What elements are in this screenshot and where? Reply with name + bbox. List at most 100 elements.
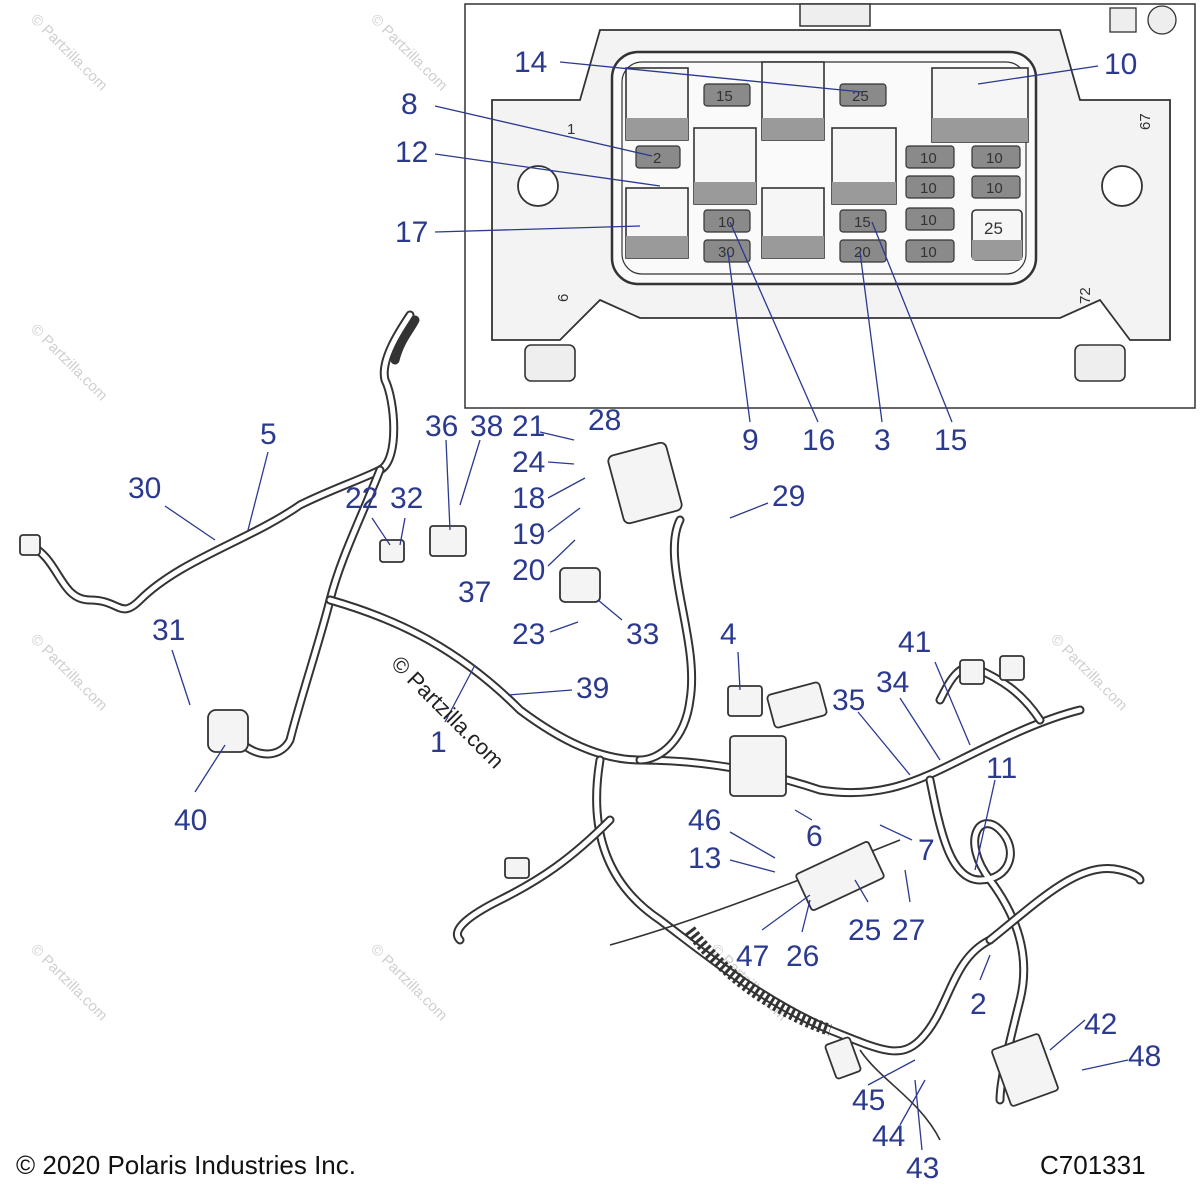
watermark: © Partzilla.com: [367, 11, 450, 94]
callout-47: 47: [736, 940, 769, 973]
center-watermark: © Partzilla.com: [386, 651, 509, 774]
fuse-label: 10: [920, 180, 937, 197]
housing-top-tab: [799, 3, 871, 27]
callout-3: 3: [874, 424, 891, 457]
callout-23: 23: [512, 618, 545, 651]
callout-44: 44: [872, 1120, 905, 1153]
callout-39: 39: [576, 672, 609, 705]
corner-mark: 72: [1077, 287, 1094, 304]
connector-22: [379, 539, 405, 563]
fuse-box-inset: 15 25 2 10 30 15 20 10 10 10 10 10 10: [434, 3, 1196, 423]
callout-42: 42: [1084, 1008, 1117, 1041]
callout-10: 10: [1104, 48, 1137, 81]
callout-9: 9: [742, 424, 759, 457]
callout-15: 15: [934, 424, 967, 457]
callout-2: 2: [970, 988, 987, 1021]
callout-5: 5: [260, 418, 277, 451]
callout-30: 30: [128, 472, 161, 505]
callout-38: 38: [470, 410, 503, 443]
fuse-label: 15: [716, 88, 733, 105]
fuse: [905, 239, 955, 263]
callout-25: 25: [848, 914, 881, 947]
callout-41: 41: [898, 626, 931, 659]
callout-14: 14: [514, 46, 547, 79]
callout-40: 40: [174, 804, 207, 837]
fuse: [703, 209, 751, 233]
watermark: © Partzilla.com: [367, 941, 450, 1024]
harness-leaders: [164, 431, 1129, 1151]
callout-17: 17: [395, 216, 428, 249]
callout-8: 8: [401, 88, 418, 121]
callout-13: 13: [688, 842, 721, 875]
watermark: © Partzilla.com: [27, 631, 110, 714]
callout-7: 7: [918, 834, 935, 867]
ground-bus-bar: [795, 841, 885, 911]
horn: [207, 709, 249, 753]
connector: [959, 659, 985, 685]
mount-nut: [1074, 344, 1126, 382]
callout-4: 4: [720, 618, 737, 651]
callout-12: 12: [395, 136, 428, 169]
fuse-label: 10: [920, 150, 937, 167]
fuse: [635, 145, 681, 169]
callout-28: 28: [588, 404, 621, 437]
connector: [19, 534, 41, 556]
callout-24: 24: [512, 446, 545, 479]
callout-20: 20: [512, 554, 545, 587]
callout-36: 36: [425, 410, 458, 443]
callout-31: 31: [152, 614, 185, 647]
callout-11: 11: [986, 752, 1017, 785]
callout-37: 37: [458, 576, 491, 609]
fuse-label: 10: [986, 180, 1003, 197]
harness-callouts: 5 30 36 38 21 28 24 18 29 22 32 19 20 37…: [128, 404, 1161, 1185]
fuse-label: 15: [854, 214, 871, 231]
fuse-label: 10: [920, 212, 937, 229]
corner-mark: 1: [567, 121, 575, 138]
callout-46: 46: [688, 804, 721, 837]
fuse: [905, 145, 955, 169]
watermark: © Partzilla.com: [27, 321, 110, 404]
connector: [999, 655, 1025, 681]
connector: [824, 1036, 862, 1080]
fuse-cover: [766, 681, 828, 729]
clip-top-right: [1109, 7, 1137, 33]
fuse: [703, 83, 751, 107]
ecu-module: [607, 441, 683, 525]
callout-21: 21: [512, 410, 545, 443]
watermark: © Partzilla.com: [27, 11, 110, 94]
fuse-label: 10: [718, 214, 735, 231]
fuses: 15 25 2 10 30 15 20 10 10 10 10 10 10: [635, 83, 1023, 263]
callout-16: 16: [802, 424, 835, 457]
inset-leaders: [434, 61, 1099, 423]
copyright-text: © 2020 Polaris Industries Inc.: [16, 1150, 356, 1180]
fuse: [703, 239, 751, 263]
fuse: [905, 175, 955, 199]
fuse-label: 25: [984, 219, 1003, 238]
relay-block: [727, 685, 763, 717]
callout-22: 22: [345, 482, 378, 515]
callout-34: 34: [876, 666, 909, 699]
callout-27: 27: [892, 914, 925, 947]
fuse: [971, 145, 1021, 169]
callout-45: 45: [852, 1084, 885, 1117]
bracket-33: [559, 567, 601, 603]
components: [19, 441, 1059, 1107]
diagram-code: C701331: [1040, 1150, 1146, 1180]
callout-43: 43: [906, 1152, 939, 1185]
callout-29: 29: [772, 480, 805, 513]
corner-mark: 67: [1137, 113, 1154, 130]
callout-32: 32: [390, 482, 423, 515]
fuse-label: 10: [986, 150, 1003, 167]
watermark: © Partzilla.com: [1047, 631, 1130, 714]
fuse-label: 10: [920, 244, 937, 261]
fuse-label: 20: [854, 244, 871, 261]
callout-1: 1: [430, 726, 447, 759]
mount-nut: [524, 344, 576, 382]
fuse: [839, 239, 887, 263]
callout-48: 48: [1128, 1040, 1161, 1073]
mount-hole-left: [517, 165, 559, 207]
callout-26: 26: [786, 940, 819, 973]
inset-callouts: 14 10 8 12 17 9 16 3 15: [395, 46, 1137, 457]
callout-6: 6: [806, 820, 823, 853]
callout-33: 33: [626, 618, 659, 651]
